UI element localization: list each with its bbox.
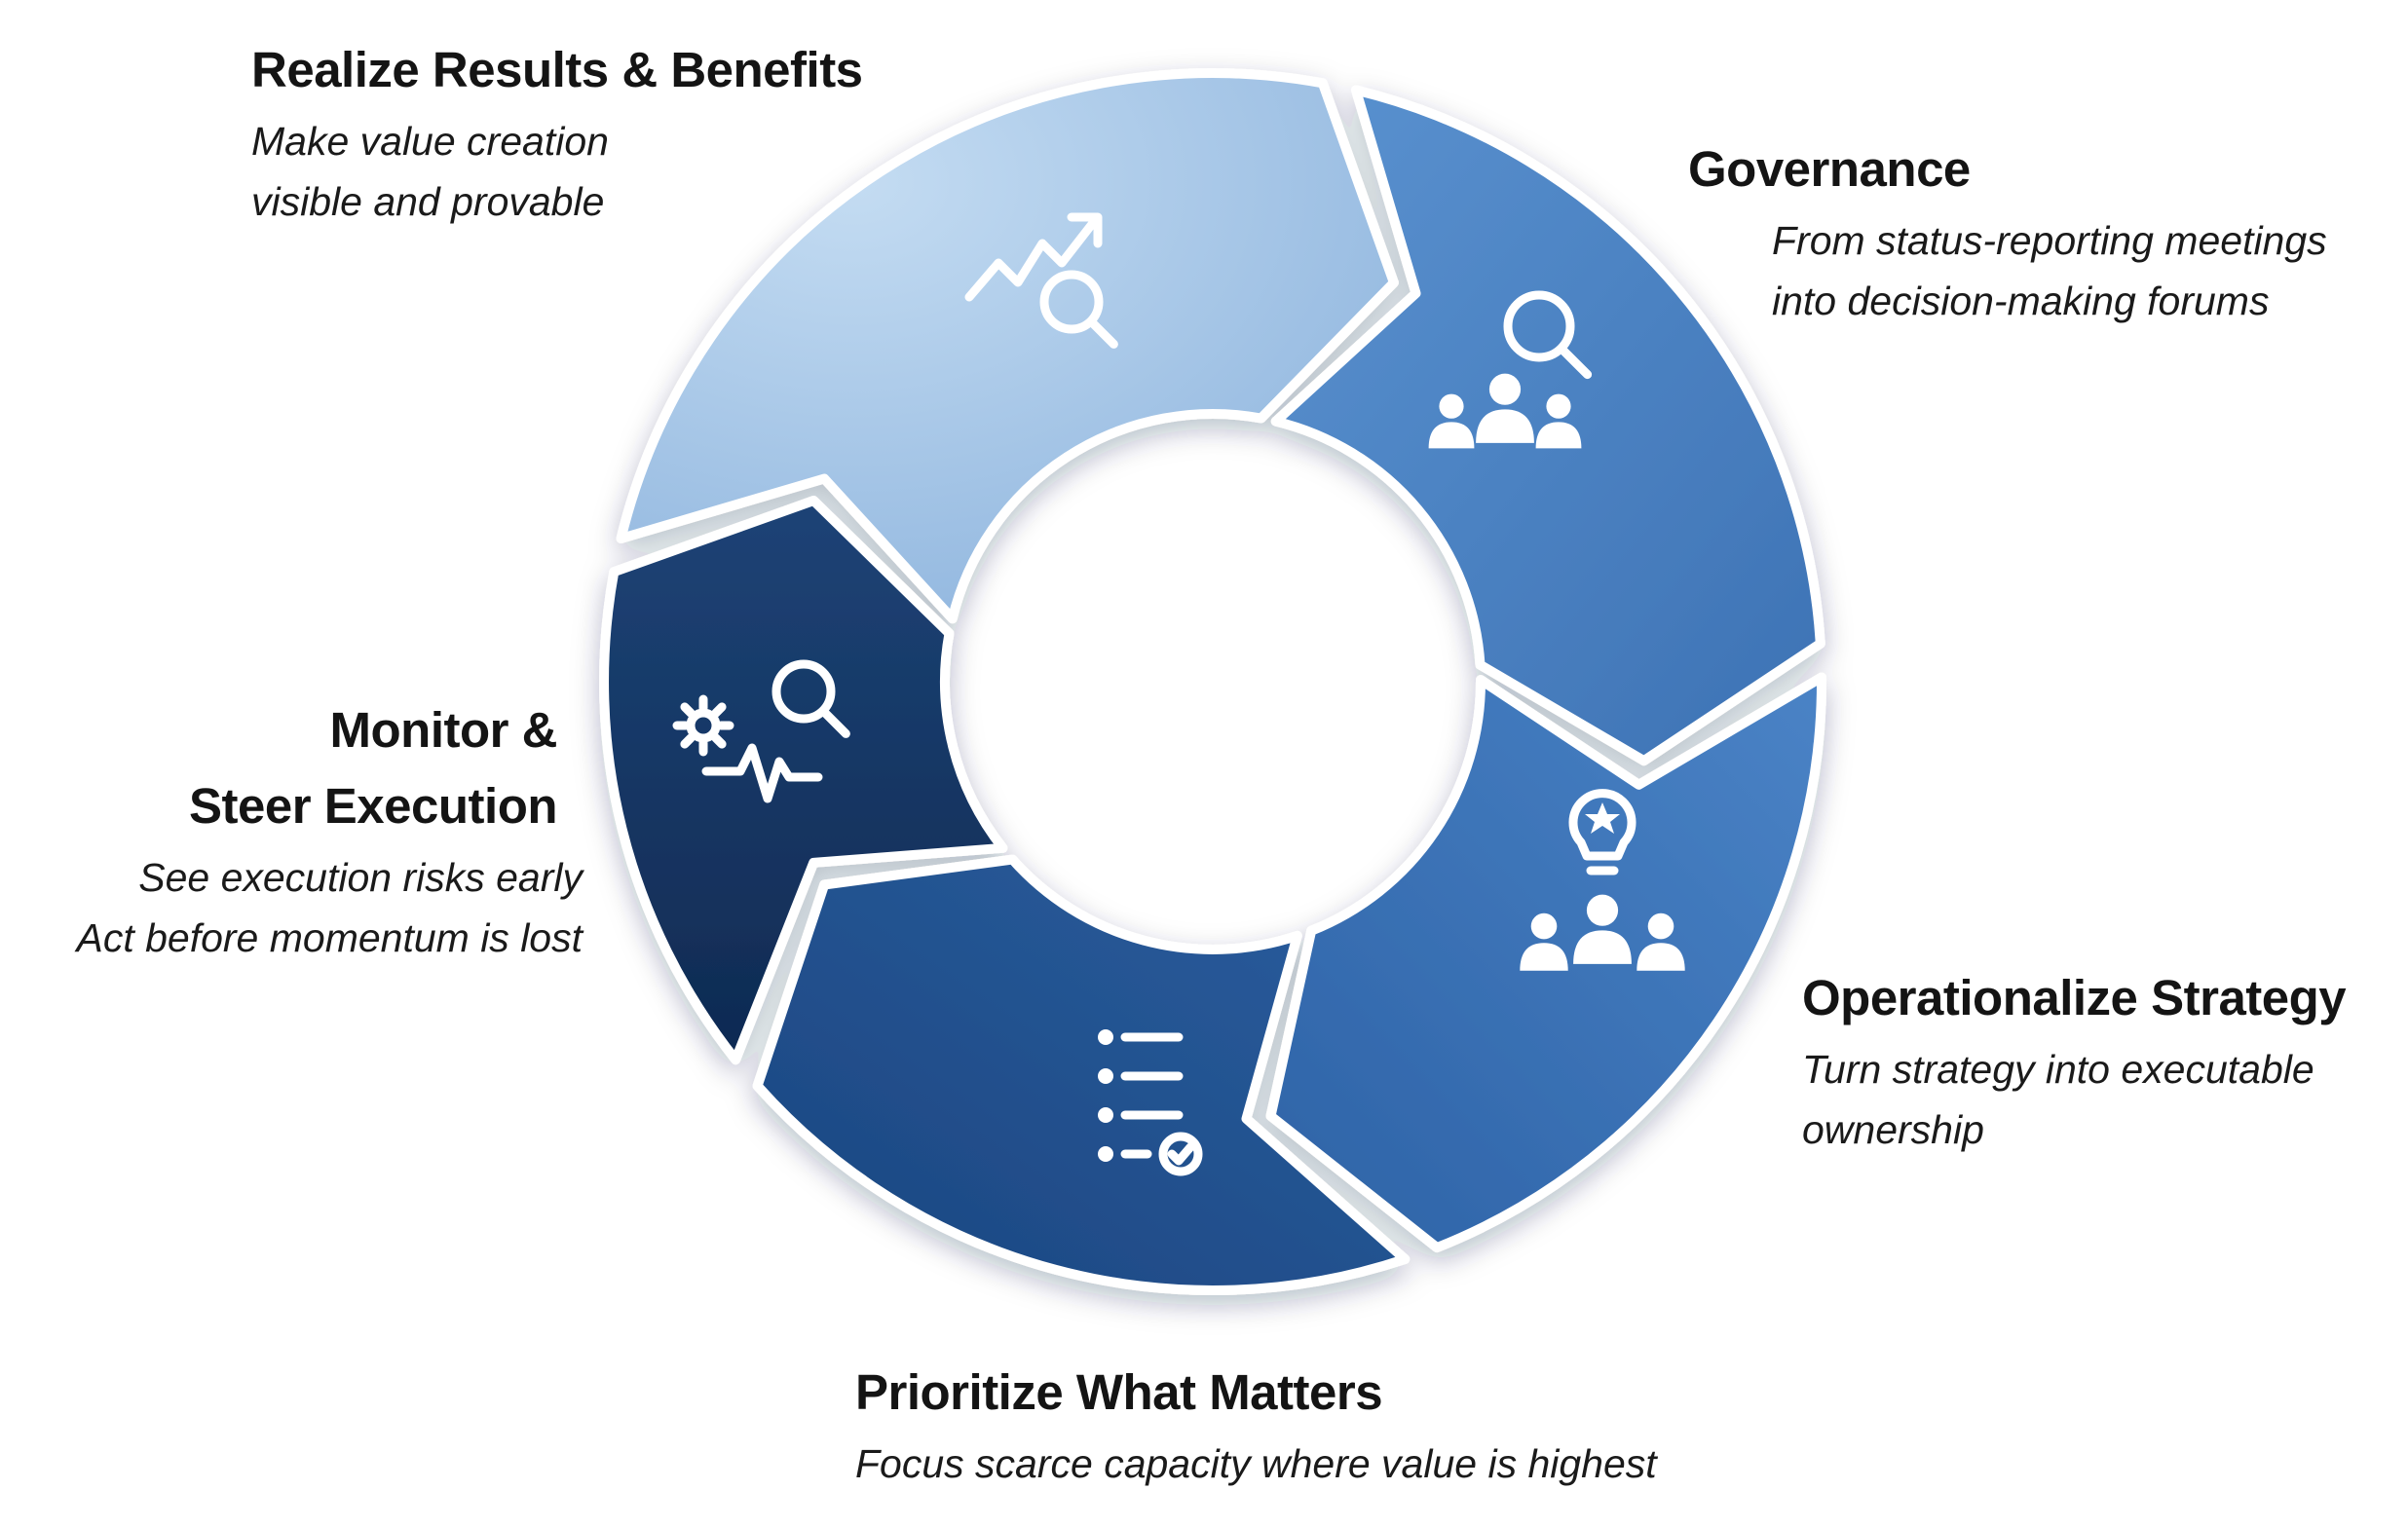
stage-title: Prioritize What Matters: [855, 1364, 1383, 1420]
stage-description: From status-reporting meetings into deci…: [1772, 218, 2327, 323]
stage-title: Operationalize Strategy: [1802, 970, 2347, 1025]
stage-title-line: Steer Execution: [189, 778, 557, 834]
stage-realize: Realize Results & Benefits Make value cr…: [251, 39, 1128, 232]
stage-monitor: Monitor & Steer Execution See execution …: [19, 699, 583, 968]
cycle-segment-realize: [616, 68, 1399, 624]
trend-up-magnifier-icon: [964, 212, 1118, 349]
checklist-icon: [1098, 1029, 1203, 1176]
stage-description: Focus scarce capacity where value is hig…: [855, 1441, 1657, 1486]
people-magnifier-icon: [1428, 290, 1593, 449]
stage-title: Monitor & Steer Execution: [19, 699, 557, 838]
stage-title: Realize Results & Benefits: [251, 42, 863, 97]
people-lightbulb-icon: [1520, 789, 1685, 971]
cycle-segment-prioritize: [752, 854, 1411, 1295]
stage-operationalize: Operationalize Strategy Turn strategy in…: [1802, 967, 2408, 1160]
stage-description: Turn strategy into executable ownership: [1802, 1047, 2314, 1152]
stage-prioritize: Prioritize What Matters Focus scarce cap…: [855, 1361, 2024, 1494]
stage-title: Governance: [1688, 141, 1971, 197]
stage-title-line: Monitor &: [329, 702, 558, 758]
stage-description: Make value creation visible and provable: [251, 119, 609, 224]
stage-description: See execution risks early Act before mom…: [76, 855, 583, 960]
stage-governance: Governance From status-reporting meeting…: [1688, 138, 2408, 331]
gear-pulse-magnifier-icon: [672, 659, 850, 803]
